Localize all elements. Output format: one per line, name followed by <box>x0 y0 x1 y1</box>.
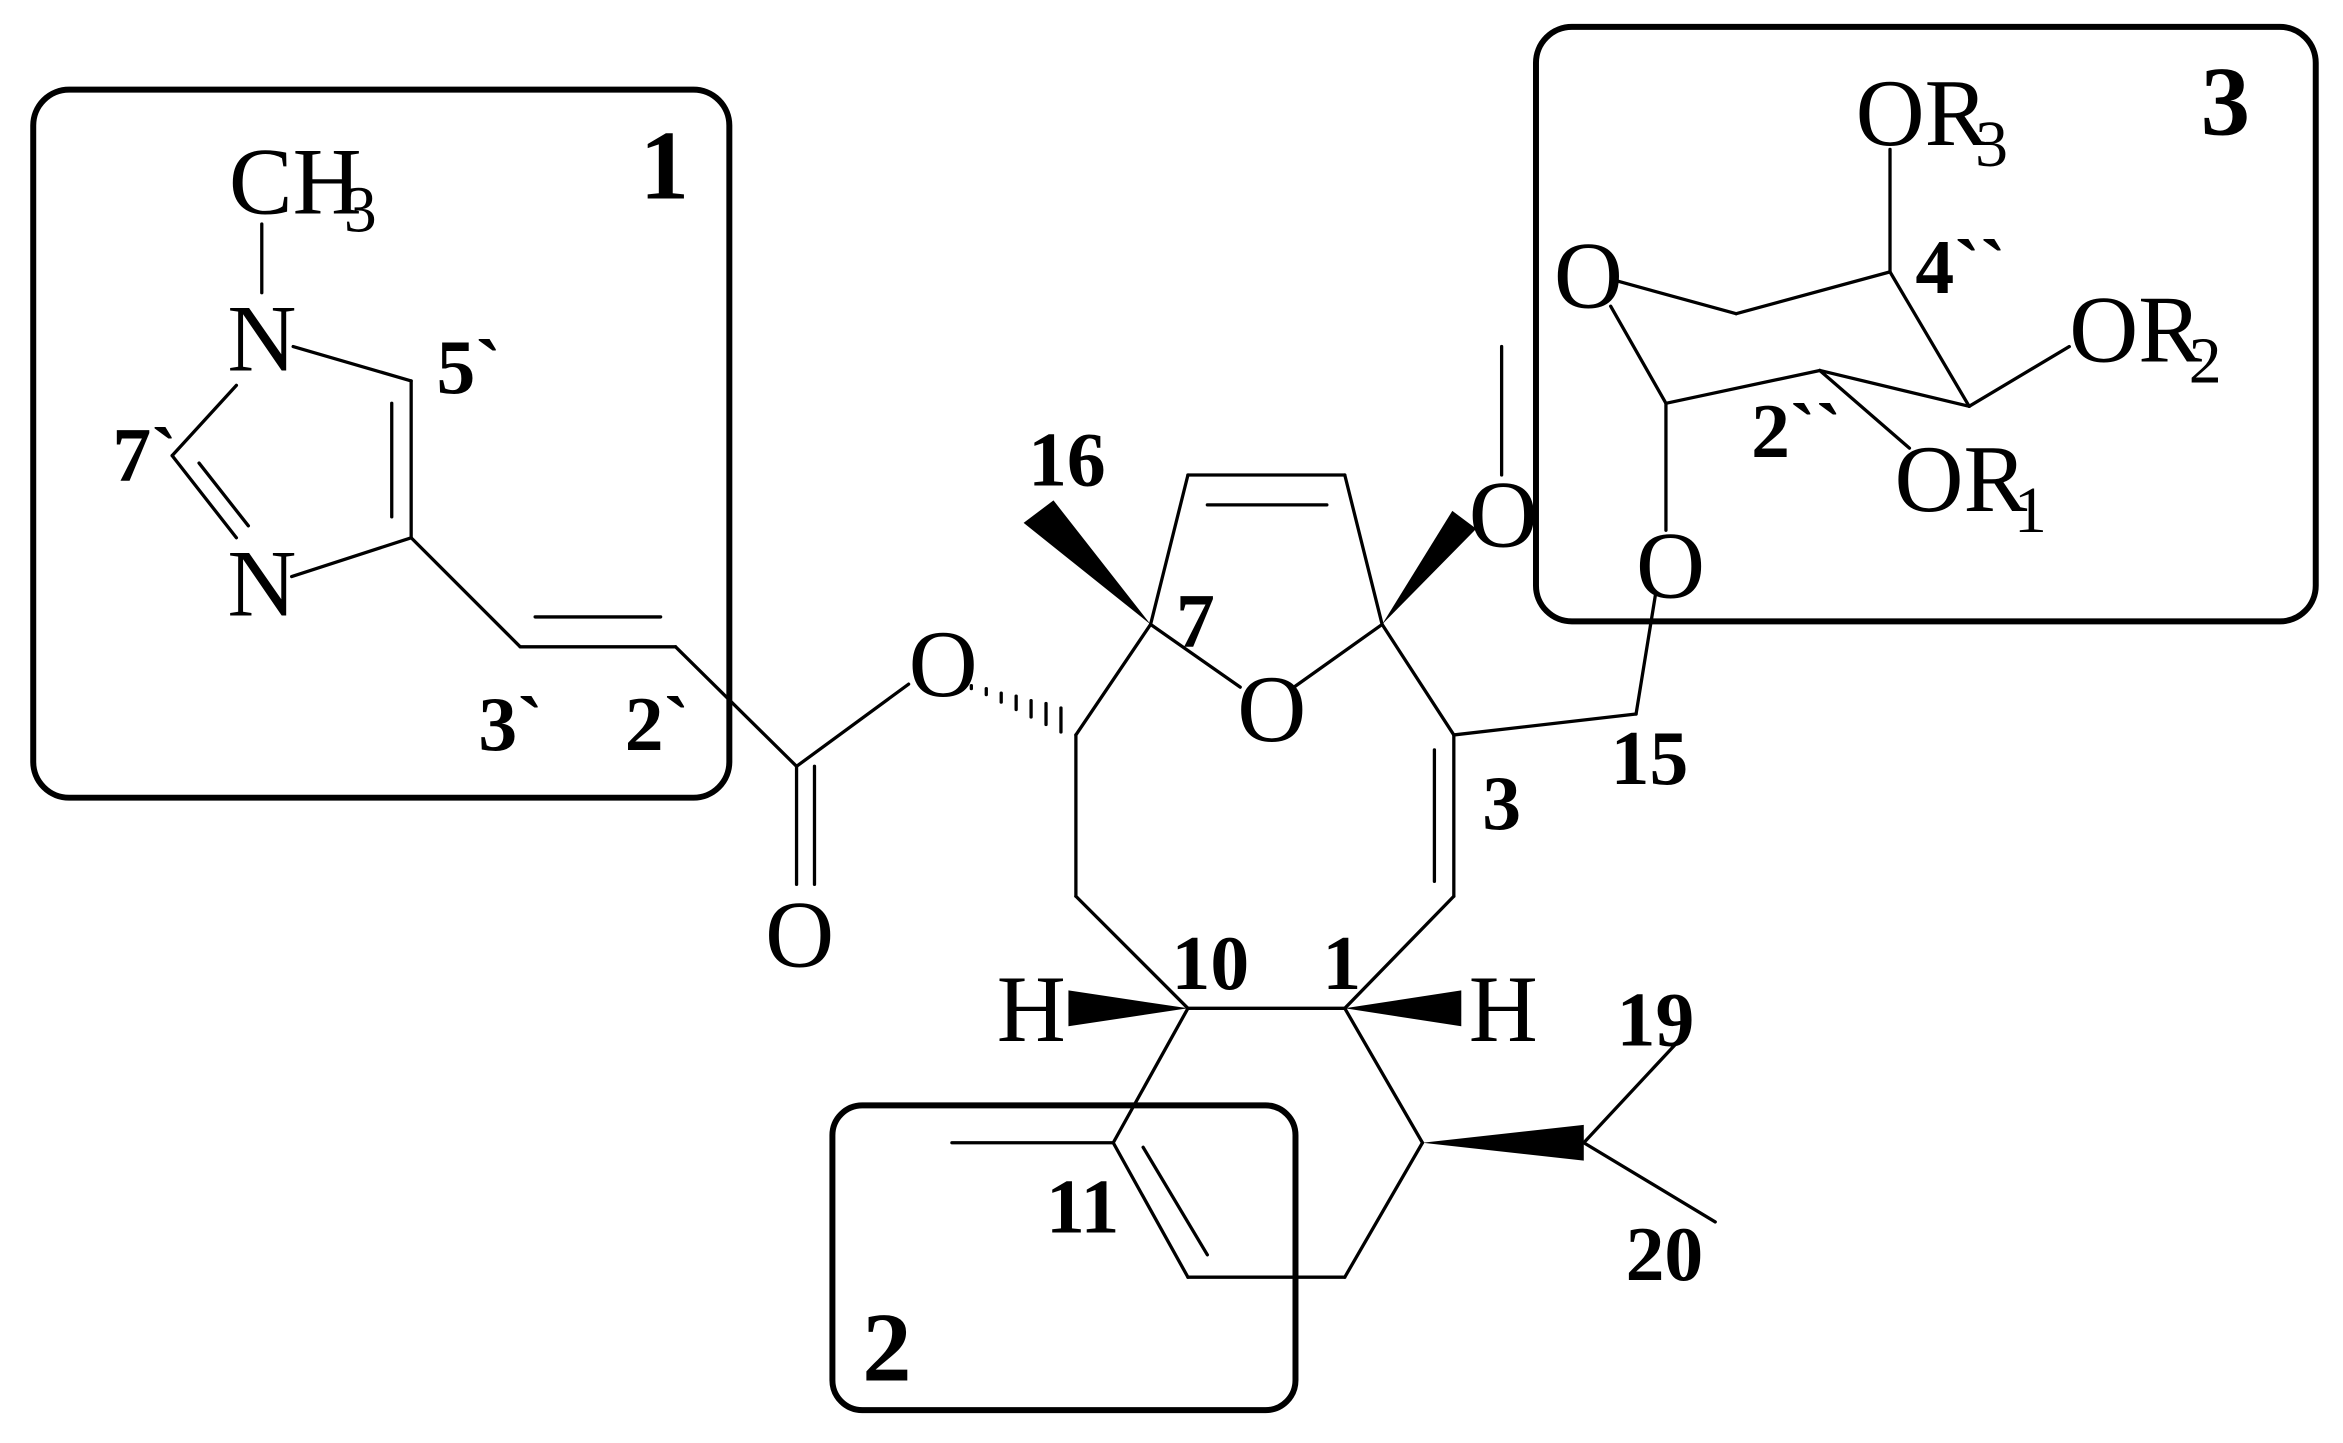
or3-subscript: 3 <box>1975 108 2008 181</box>
o-glyco-label: O <box>1636 513 1705 619</box>
or1-label: OR <box>1894 426 2027 532</box>
o-carbonyl-label: O <box>765 881 834 987</box>
num-16: 16 <box>1028 416 1106 502</box>
num-11: 11 <box>1046 1163 1119 1249</box>
or1-subscript: 1 <box>2014 474 2047 547</box>
n-bottom-label: N <box>227 530 296 636</box>
solid-wedges <box>1023 500 1584 1161</box>
ch3-subscript: 3 <box>344 174 377 247</box>
num-10: 10 <box>1172 920 1250 1006</box>
ester-bonds <box>794 682 911 886</box>
num-7p: 7` <box>112 412 177 498</box>
hashed-wedge <box>969 684 1063 734</box>
num-2p: 2` <box>625 681 690 767</box>
ch3-label: CH <box>229 129 362 235</box>
num-19: 19 <box>1617 977 1695 1063</box>
imidazole-bonds <box>170 222 799 768</box>
sugar-bonds <box>1609 147 2071 532</box>
box-3-frame <box>1532 23 2319 625</box>
o-methoxy-label: O <box>1469 462 1538 568</box>
n-top-label: N <box>227 285 296 391</box>
or3-label: OR <box>1856 60 1989 166</box>
num-2pp: 2`` <box>1751 388 1842 474</box>
o-ring-label: O <box>1237 656 1306 762</box>
num-5p: 5` <box>437 324 502 410</box>
h-left-label: H <box>997 956 1066 1062</box>
or2-label: OR <box>2069 276 2202 382</box>
box-1-label: 1 <box>640 112 689 221</box>
box-1-frame <box>30 86 733 801</box>
o-sugar-ring-label: O <box>1554 223 1623 329</box>
num-3p: 3` <box>478 681 543 767</box>
or2-subscript: 2 <box>2189 324 2222 397</box>
o-ester-label: O <box>909 611 978 717</box>
num-20: 20 <box>1626 1211 1704 1297</box>
num-4pp: 4`` <box>1915 224 2006 310</box>
box-3-label: 3 <box>2201 47 2250 156</box>
num-1: 1 <box>1322 920 1361 1006</box>
box-2-frame <box>829 1102 1299 1414</box>
num-7: 7 <box>1176 578 1215 664</box>
num-3: 3 <box>1482 760 1521 846</box>
core-bonds <box>950 344 1717 1279</box>
h-right-label: H <box>1469 956 1538 1062</box>
num-15: 15 <box>1611 715 1689 801</box>
box-2-label: 2 <box>862 1293 911 1402</box>
